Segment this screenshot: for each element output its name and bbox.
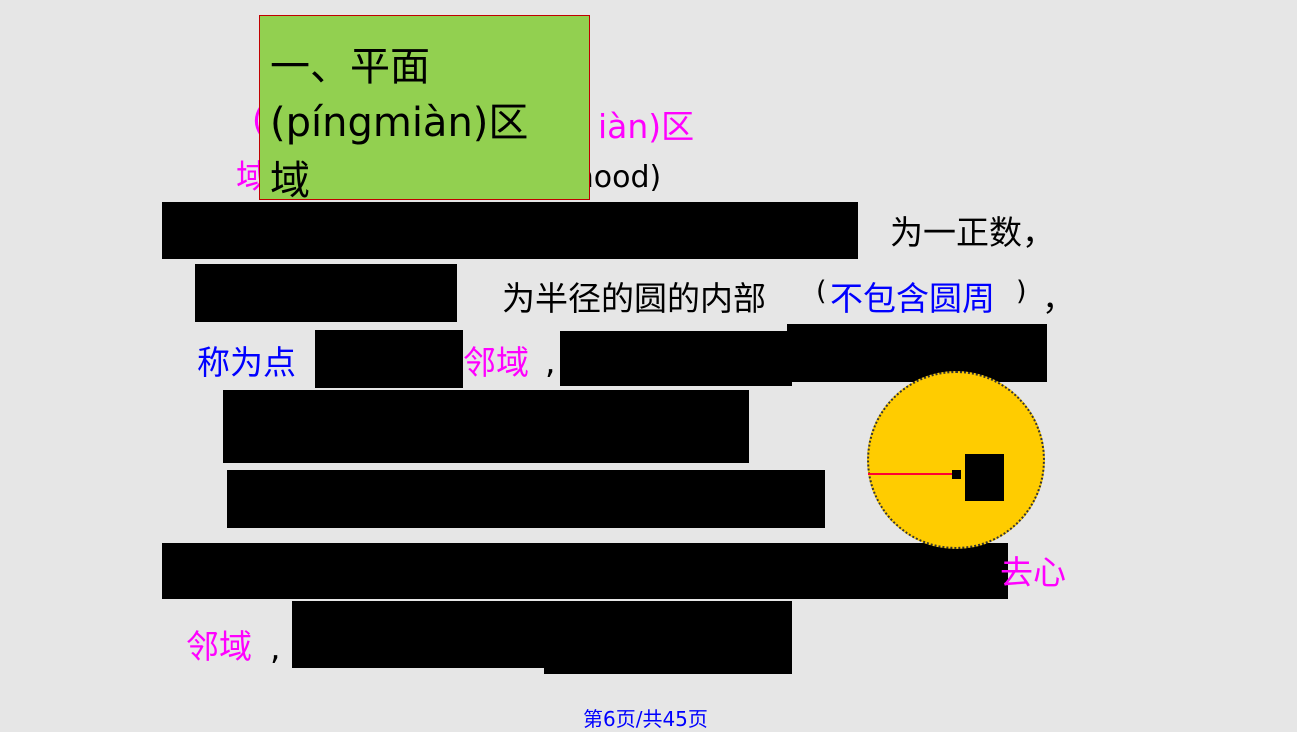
redacted-formula-2 bbox=[195, 264, 457, 322]
redacted-formula-8 bbox=[162, 543, 1008, 599]
text-close-paren: ) bbox=[1016, 276, 1027, 307]
radius-line bbox=[868, 473, 956, 475]
title-line-2: (píngmiàn)区 bbox=[270, 100, 529, 146]
text-deleted: 去心 bbox=[1000, 553, 1066, 592]
center-point bbox=[952, 470, 961, 479]
redacted-formula-5 bbox=[787, 324, 1047, 382]
redacted-formula-4 bbox=[560, 331, 792, 386]
center-label-redacted bbox=[965, 454, 1004, 501]
redacted-formula-6 bbox=[223, 390, 749, 463]
text-comma-2: , bbox=[545, 342, 556, 381]
text-neighborhood-2: 邻域 bbox=[186, 627, 252, 666]
text-not-include-circumference: 不包含圆周 bbox=[830, 279, 995, 318]
text-radius-interior: 为半径的圆的内部 bbox=[502, 279, 766, 318]
neighborhood-circle bbox=[867, 371, 1045, 549]
redacted-formula-1 bbox=[162, 202, 858, 259]
page-number: 第6页/共45页 bbox=[583, 707, 708, 731]
title-line-3: 域 bbox=[270, 158, 310, 204]
text-comma-3: , bbox=[270, 628, 281, 667]
text-open-paren: ( bbox=[816, 276, 827, 307]
title-box: 一、平面 (píngmiàn)区 域 bbox=[259, 15, 590, 204]
text-positive-number: 为一正数， bbox=[890, 213, 1055, 252]
title-line-1: 一、平面 bbox=[270, 44, 430, 90]
text-comma-1: ， bbox=[1042, 279, 1075, 318]
title-shadow-tail: iàn)区 bbox=[598, 107, 695, 146]
redacted-formula-7 bbox=[227, 470, 825, 528]
text-neighborhood-1: 邻域 bbox=[463, 343, 529, 382]
redacted-formula-3 bbox=[315, 330, 463, 388]
redacted-formula-10 bbox=[544, 640, 792, 674]
text-called-point: 称为点 bbox=[197, 343, 296, 382]
